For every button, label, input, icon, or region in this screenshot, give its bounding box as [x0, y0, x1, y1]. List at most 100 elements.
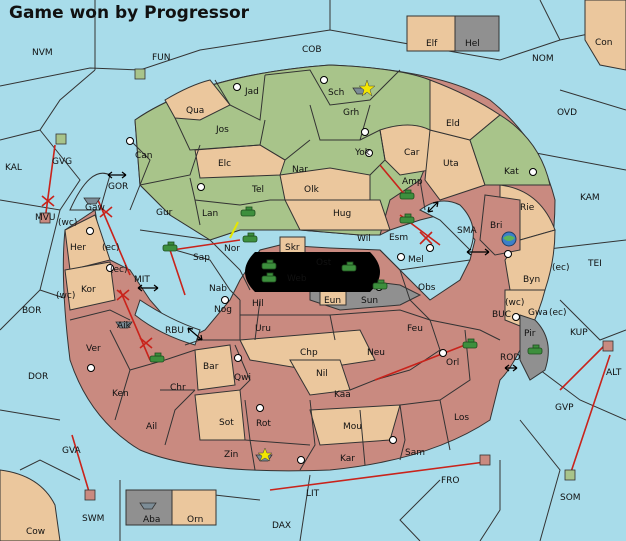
label-mou: Mou: [343, 422, 362, 432]
province-labels: NVM FUN COB Elf Hel Con NOM OVD KAL GVG …: [5, 38, 622, 537]
label-tel: Tel: [251, 185, 264, 195]
province-qua[interactable]: [164, 79, 231, 121]
label-eun: Eun: [324, 296, 341, 306]
label-sot: Sot: [219, 418, 234, 428]
label-amp: Amp: [402, 177, 423, 187]
label-ver: Ver: [86, 344, 101, 354]
label-hil: Hil: [252, 299, 264, 309]
label-con: Con: [595, 38, 613, 48]
label-feu: Feu: [407, 324, 423, 334]
label-alt: ALT: [606, 368, 622, 378]
province-car[interactable]: [379, 124, 431, 176]
label-som: SOM: [560, 493, 581, 503]
label-car: Car: [404, 148, 420, 158]
province-her[interactable]: [64, 214, 111, 271]
province-hug[interactable]: [284, 199, 391, 231]
label-kal: KAL: [5, 163, 22, 173]
label-mvu: MVU: [35, 213, 56, 223]
label-nab: Nab: [209, 284, 227, 294]
move-arrows: [41, 144, 611, 496]
label-gor: GOR: [108, 182, 128, 192]
label-cob: COB: [302, 45, 322, 55]
label-los: Los: [454, 413, 469, 423]
label-obs: Obs: [418, 283, 436, 293]
label-fun: FUN: [152, 53, 171, 63]
army-tank-icon: [261, 272, 277, 283]
army-tank-icon: [399, 213, 415, 224]
province-bar[interactable]: [194, 344, 236, 391]
army-tank-icon: [240, 206, 256, 217]
province-borders: [69, 69, 501, 471]
province-sot[interactable]: [194, 389, 246, 441]
label-sma: SMA: [457, 226, 477, 236]
label-chp: Chp: [300, 348, 318, 358]
label-ken: Ken: [112, 389, 129, 399]
province-kat[interactable]: [469, 114, 551, 186]
label-eld: Eld: [446, 119, 460, 129]
label-uru: Uru: [255, 324, 271, 334]
dislodged-x-icon: [41, 195, 433, 349]
label-buc: BUC: [492, 310, 511, 320]
label-rbu: RBU: [165, 326, 184, 336]
label-qwi: Qwi: [234, 373, 251, 383]
label-rie: Rie: [520, 203, 535, 213]
label-qua: Qua: [186, 106, 204, 116]
province-cow[interactable]: [0, 469, 61, 541]
army-tank-icon: [399, 189, 415, 200]
unit-markers: [39, 68, 614, 501]
label-wil: Wil: [357, 234, 371, 244]
label-rot: Rot: [256, 419, 271, 429]
label-nog: Nog: [214, 305, 232, 315]
label-her: Her: [70, 243, 86, 253]
label-grh: Grh: [343, 108, 359, 118]
label-pir: Pir: [524, 329, 536, 339]
label-gwa: Gwa: [528, 308, 548, 318]
label-rod: ROD: [500, 353, 520, 363]
province-chp[interactable]: [239, 329, 376, 371]
label-kar: Kar: [340, 454, 355, 464]
support-arrow-icon: [229, 221, 239, 239]
label-hug: Hug: [333, 209, 351, 219]
label-esm: Esm: [389, 233, 408, 243]
label-sap: Sap: [193, 253, 210, 263]
label-wc2: (wc): [505, 298, 524, 308]
black-water-hole: [245, 252, 380, 292]
province-con[interactable]: [584, 0, 626, 71]
fleet-ship-icon: [139, 502, 157, 510]
label-mel: Mel: [408, 255, 424, 265]
label-wc1: (wc): [58, 218, 77, 228]
label-bor: BOR: [22, 306, 41, 316]
label-kor: Kor: [81, 285, 96, 295]
army-tank-icon: [372, 279, 388, 290]
label-kup: KUP: [570, 328, 588, 338]
label-nar: Nar: [292, 165, 308, 175]
label-ec1: (ec): [102, 243, 120, 253]
label-lan: Lan: [202, 209, 218, 219]
province-olk[interactable]: [279, 167, 371, 201]
label-skr: Skr: [285, 243, 300, 253]
label-cow: Cow: [26, 527, 45, 537]
province-hel[interactable]: [454, 15, 500, 52]
label-tei: TEI: [587, 259, 602, 269]
label-mit: MIT: [134, 275, 150, 285]
fleet-ship-icon: [115, 321, 133, 329]
province-kor[interactable]: [64, 261, 116, 311]
label-hel: Hel: [465, 39, 480, 49]
label-lit: LIT: [306, 489, 320, 499]
label-ec4: (ec): [110, 265, 128, 275]
province-orn[interactable]: [171, 489, 217, 526]
label-gvg: GVG: [52, 157, 72, 167]
label-olk: Olk: [304, 185, 320, 195]
label-orn: Orn: [187, 515, 203, 525]
game-result-title: Game won by Progressor: [9, 3, 250, 23]
label-sam: Sam: [405, 448, 425, 458]
label-ovd: OVD: [557, 108, 577, 118]
army-tank-icon: [527, 344, 543, 355]
label-sch: Sch: [328, 88, 344, 98]
label-sun: Sun: [361, 296, 378, 306]
label-jos: Jos: [215, 125, 229, 135]
label-dor: DOR: [28, 372, 48, 382]
province-elf[interactable]: [406, 15, 456, 52]
label-gvp: GVP: [555, 403, 574, 413]
